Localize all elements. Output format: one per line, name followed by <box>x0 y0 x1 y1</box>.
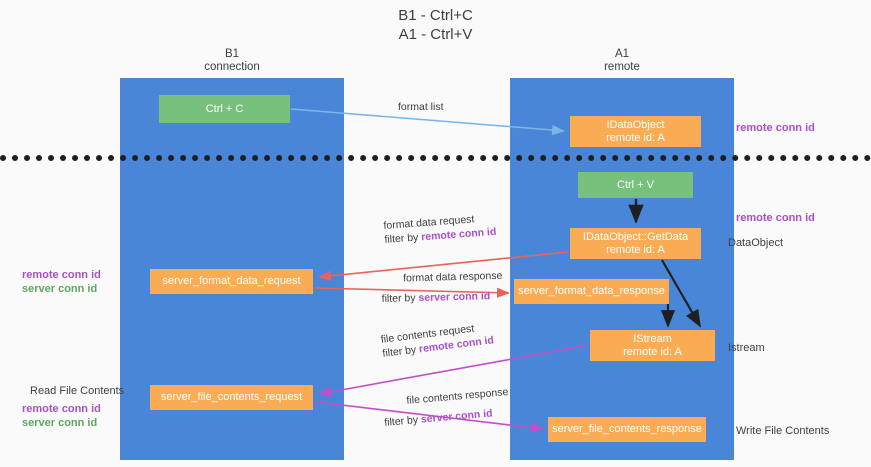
edge-format-data-request <box>318 251 569 281</box>
column-header-b1: B1 connection <box>204 48 260 73</box>
edge-format-data-response <box>314 287 510 298</box>
edge-file-contents-response <box>315 401 544 433</box>
node-ctrl-v[interactable]: Ctrl + V <box>578 172 693 198</box>
edge-file-contents-request <box>318 344 590 397</box>
annotation-server-conn-id: server conn id <box>22 283 98 295</box>
edge-label-line: format list <box>398 101 444 113</box>
annotation-server-conn-id: server conn id <box>22 417 98 429</box>
node-ctrl-c[interactable]: Ctrl + C <box>159 95 290 123</box>
column-header-a1: A1 remote <box>604 48 640 73</box>
annotation-read-file-contents: Read File Contents <box>30 385 125 397</box>
node-idataobject[interactable]: IDataObject remote id: A <box>570 116 701 147</box>
node-server-format-data-request[interactable]: server_format_data_request <box>150 269 313 294</box>
annotation-write-file-contents: Write File Contents <box>736 425 830 437</box>
node-istream[interactable]: IStream remote id: A <box>590 330 715 361</box>
annotation-dataobject: DataObject <box>728 237 784 249</box>
edge-format-list <box>290 108 565 136</box>
page-title: B1 - Ctrl+C A1 - Ctrl+V <box>398 7 473 43</box>
filter-prefix: filter by <box>381 292 419 305</box>
filter-key-server-conn-id: server conn id <box>418 290 491 305</box>
node-server-file-contents-response[interactable]: server_file_contents_response <box>548 417 706 442</box>
edge-label-format-list: format list <box>398 100 444 114</box>
node-server-format-data-response[interactable]: server_format_data_response <box>514 279 669 304</box>
annotation-remote-conn-id-top: remote conn id <box>736 122 815 134</box>
filter-prefix: filter by <box>384 231 422 246</box>
annotation-istream: Istream <box>728 342 765 354</box>
annotation-remote-conn-id: remote conn id <box>22 403 101 415</box>
phase-divider <box>0 155 871 161</box>
node-server-file-contents-request[interactable]: server_file_contents_request <box>150 385 313 410</box>
edge-label-line: format data response <box>403 269 503 285</box>
annotation-remote-conn-id-mid: remote conn id <box>736 212 815 224</box>
edge-label-format-data-response: format data response filter by server co… <box>381 269 503 306</box>
annotation-left-conn-ids-bottom: remote conn id server conn id <box>22 402 101 430</box>
node-idataobject-getdata[interactable]: IDataObject::GetData remote id: A <box>570 228 701 259</box>
filter-prefix: filter by <box>383 413 422 429</box>
annotation-left-conn-ids-top: remote conn id server conn id <box>22 268 101 296</box>
edge-getdata-istream <box>661 259 701 328</box>
annotation-remote-conn-id: remote conn id <box>22 269 101 281</box>
